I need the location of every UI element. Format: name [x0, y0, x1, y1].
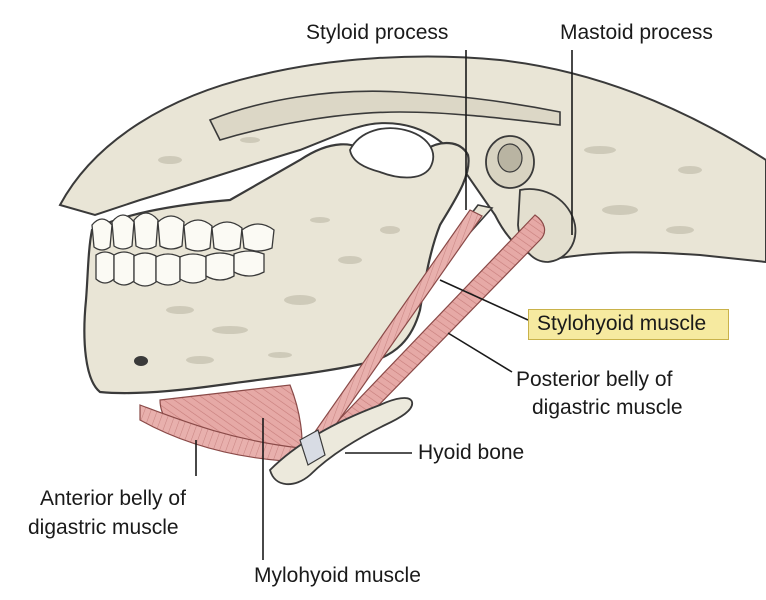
label-posterior-belly-line1: Posterior belly of [516, 368, 673, 391]
zygomatic-arch [208, 90, 561, 141]
label-anterior-belly-line1: Anterior belly of [40, 487, 186, 510]
bone-texture [158, 137, 702, 364]
teeth [91, 212, 275, 287]
label-stylohyoid-muscle: Stylohyoid muscle [528, 309, 730, 340]
label-posterior-belly-line2: digastric muscle [532, 396, 683, 419]
label-mylohyoid-muscle: Mylohyoid muscle [254, 564, 421, 587]
mental-foramen [134, 356, 148, 366]
label-anterior-belly-line2: digastric muscle [28, 516, 179, 539]
leader-lines [195, 50, 573, 560]
label-mastoid-process: Mastoid process [560, 21, 713, 44]
label-styloid-process: Styloid process [306, 21, 449, 44]
hyoid-bone [268, 397, 413, 486]
label-hyoid-bone: Hyoid bone [418, 441, 525, 464]
cranium [58, 55, 766, 264]
